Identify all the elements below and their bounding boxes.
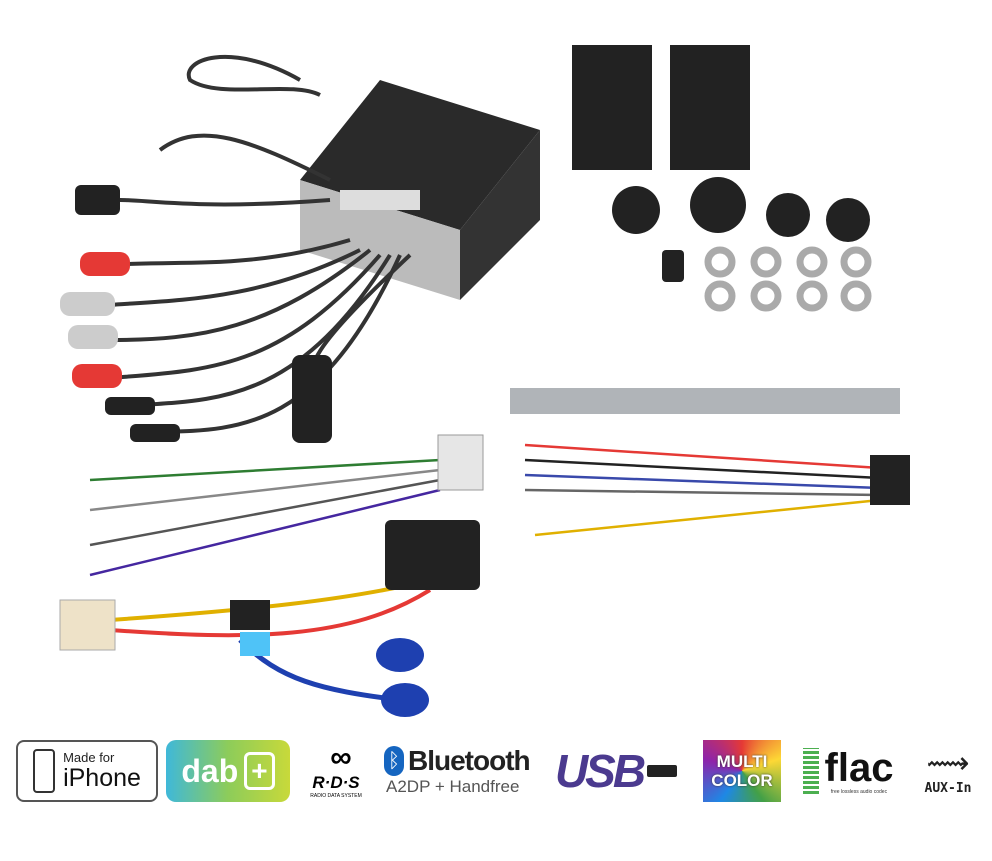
radio-head-unit <box>300 80 540 300</box>
rds-text: R·D·S <box>312 773 360 792</box>
aux-cable-icon: ⟿ <box>926 746 970 780</box>
multicolor-line2: COLOR <box>711 771 773 790</box>
usb-logo: USB <box>540 740 692 802</box>
washers <box>612 177 872 312</box>
mounting-brackets <box>572 45 750 170</box>
flac-sub: free lossless audio codec <box>830 789 888 795</box>
equalizer-icon <box>802 748 819 794</box>
iphone-line2: iPhone <box>63 764 141 792</box>
connectors <box>59 434 910 717</box>
flac-logo: flac free lossless audio codec <box>793 740 903 802</box>
metal-strap <box>510 388 900 414</box>
bluetooth-name: Bluetooth <box>408 745 531 776</box>
bluetooth-logo: ᛒ Bluetooth A2DP + Handfree <box>384 740 536 802</box>
bluetooth-sub: A2DP + Handfree <box>386 777 520 796</box>
dab-plus-logo: dab + <box>166 740 290 802</box>
rds-sub: RADIO DATA SYSTEM <box>310 793 362 799</box>
iphone-line1: Made for <box>63 750 115 765</box>
dab-text: dab <box>181 752 239 789</box>
bluetooth-icon: ᛒ <box>384 746 404 776</box>
car-radio-kit-photo <box>59 45 910 717</box>
flac-text: flac <box>824 746 894 790</box>
aux-text: AUX-In <box>924 780 972 796</box>
multicolor-line1: MULTI <box>716 752 768 771</box>
usb-plug-icon <box>647 765 678 777</box>
rds-symbol-icon: ∞ <box>330 741 352 774</box>
iphone-icon <box>33 749 56 793</box>
aux-in-logo: ⟿ AUX-In <box>910 740 986 802</box>
iso-harness-wires <box>89 443 881 703</box>
rds-logo: ∞ R·D·S RADIO DATA SYSTEM <box>300 740 372 802</box>
multicolor-logo: MULTI COLOR <box>703 740 781 802</box>
made-for-iphone-logo: Made for iPhone <box>16 740 158 802</box>
rca-plugs <box>60 185 332 443</box>
usb-text: USB <box>554 745 646 797</box>
dab-plus: + <box>244 752 275 790</box>
